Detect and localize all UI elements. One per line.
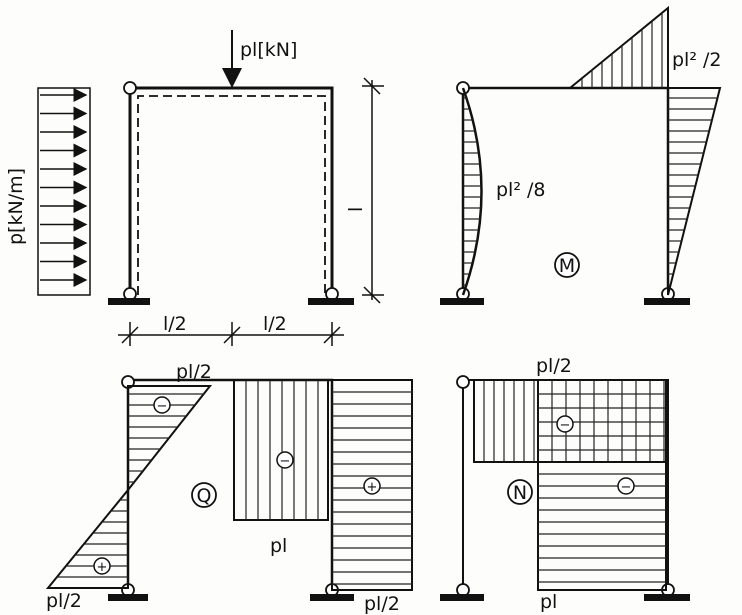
moment-top-value: pl² /2 [672, 49, 722, 71]
shear-right-value: pl/2 [364, 593, 400, 615]
moment-symbol: M [559, 255, 575, 277]
normal-symbol: N [513, 482, 527, 504]
height-dimension-label: l [345, 207, 367, 212]
shear-left-bottom-value: pl/2 [46, 590, 82, 612]
moment-left-value: pl² /8 [496, 179, 546, 201]
support-left [108, 298, 150, 305]
normal-force-diagram: − − pl/2 pl N [440, 355, 690, 613]
shear-right-sign: + [367, 480, 378, 495]
half-span-right-label: l/2 [263, 313, 287, 335]
half-span-left-label: l/2 [163, 313, 187, 335]
support-right [308, 298, 354, 305]
normal-bottom-value: pl [540, 591, 557, 613]
normal-bottom-sign: − [621, 480, 632, 495]
shear-middle-value: pl [270, 535, 287, 557]
normal-top-value: pl/2 [536, 355, 572, 377]
normal-top-sign: − [560, 418, 571, 433]
hinge-top-left [123, 81, 137, 95]
moment-diagram: pl² /2 pl² /8 M [440, 5, 722, 305]
shear-left-top-sign: − [157, 399, 168, 414]
shear-left-bottom-sign: + [97, 560, 108, 575]
loaded-frame: pl[kN] p[kN/m] l l/2 l/2 [5, 30, 384, 346]
point-load-label: pl[kN] [240, 39, 297, 61]
shear-middle-sign: − [280, 454, 291, 469]
distributed-load-block [37, 87, 91, 296]
distributed-load-label: p[kN/m] [5, 168, 27, 245]
shear-symbol: Q [197, 485, 212, 507]
shear-diagram: − + − + pl/2 pl/2 pl pl/2 Q [45, 361, 413, 615]
distributed-load-arrows [40, 88, 88, 287]
shear-left-top-value: pl/2 [176, 361, 212, 383]
